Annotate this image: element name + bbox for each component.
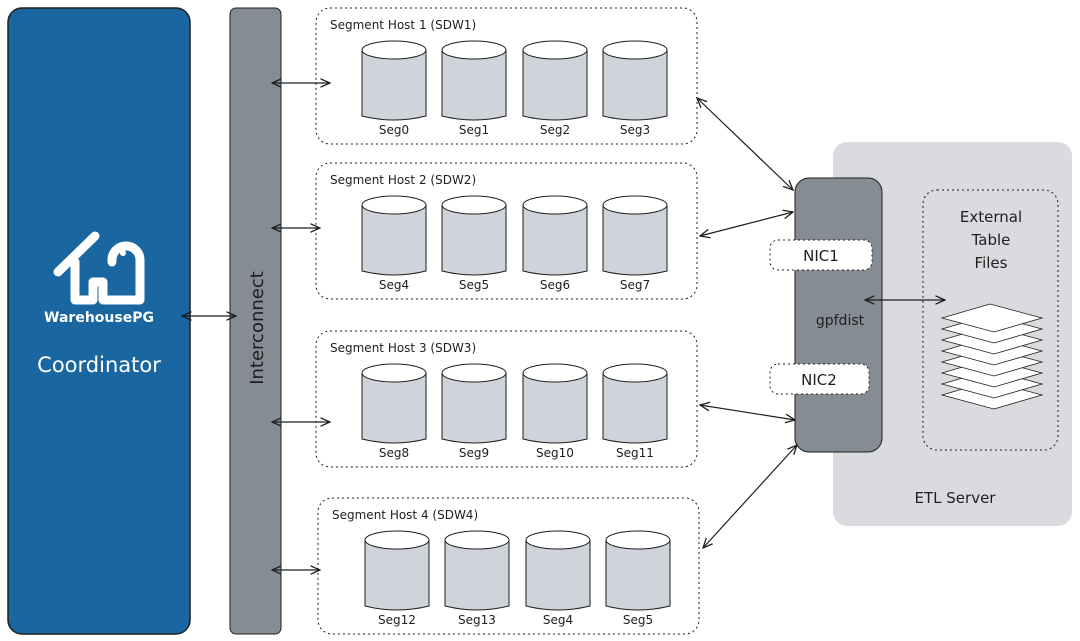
bidirectional-arrow	[700, 405, 795, 420]
segment-label: Seg8	[379, 446, 409, 460]
segment-cylinder	[361, 363, 427, 444]
segment-label: Seg5	[623, 613, 653, 627]
external-files-label-3: Files	[975, 254, 1008, 272]
segment-label: Seg4	[543, 613, 573, 627]
segment-label: Seg13	[458, 613, 496, 627]
segment-cylinder	[441, 40, 507, 121]
segment-host-3: Segment Host 3 (SDW3) Seg8 Seg9 Seg10 Seg11	[315, 330, 698, 468]
etl-server: ETL Server gpfdist NIC1 NIC2 External Ta…	[769, 142, 1072, 526]
segment-label: Seg9	[459, 446, 489, 460]
segment-host-2: Segment Host 2 (SDW2) Seg4 Seg5 Seg6 Seg7	[315, 162, 698, 300]
external-files-label-2: Table	[971, 231, 1011, 249]
segment-cylinder	[444, 530, 510, 611]
segment-cylinder	[605, 530, 671, 611]
segment-cylinder	[361, 195, 427, 276]
host-title: Segment Host 1 (SDW1)	[330, 18, 476, 32]
segment-cylinder	[525, 530, 591, 611]
warehousepg-logo-icon	[53, 231, 145, 305]
segment-label: Seg1	[459, 123, 489, 137]
segment-cylinder	[602, 40, 668, 121]
gpfdist-label: gpfdist	[816, 313, 865, 329]
nic1-label: NIC1	[803, 247, 839, 265]
segment-cylinder	[522, 195, 588, 276]
interconnect-bar: Interconnect	[229, 7, 282, 635]
nic1-box	[769, 239, 873, 271]
segment-label: Seg10	[536, 446, 574, 460]
segment-label: Seg3	[620, 123, 650, 137]
segment-cylinder	[441, 363, 507, 444]
etl-server-label: ETL Server	[915, 489, 997, 507]
bidirectional-arrow	[700, 212, 793, 236]
file-stack-icon	[940, 303, 1044, 410]
external-files-label-1: External	[960, 208, 1022, 226]
segment-label: Seg0	[379, 123, 409, 137]
segment-host-1: Segment Host 1 (SDW1) Seg0 Seg1 Seg2 Seg3	[315, 7, 698, 145]
host-title: Segment Host 4 (SDW4)	[332, 508, 478, 522]
nic2-box	[769, 363, 870, 395]
segment-cylinder	[522, 40, 588, 121]
segment-cylinder	[441, 195, 507, 276]
logo-text: WarehousePG	[44, 310, 154, 326]
external-table-files-box	[922, 189, 1059, 451]
segment-label: Seg2	[540, 123, 570, 137]
segment-cylinder	[361, 40, 427, 121]
segment-cylinder	[602, 363, 668, 444]
segment-label: Seg5	[459, 278, 489, 292]
coordinator-node: WarehousePG Coordinator	[7, 7, 191, 635]
segment-cylinder	[522, 363, 588, 444]
bidirectional-arrow	[697, 98, 793, 190]
segment-cylinder	[602, 195, 668, 276]
bidirectional-arrow	[703, 445, 797, 548]
host-title: Segment Host 3 (SDW3)	[330, 341, 476, 355]
segment-label: Seg11	[616, 446, 654, 460]
segment-label: Seg7	[620, 278, 650, 292]
file-sheet	[940, 303, 1044, 333]
segment-label: Seg12	[378, 613, 416, 627]
interconnect-label: Interconnect	[247, 271, 268, 385]
connections	[182, 83, 945, 570]
host-title: Segment Host 2 (SDW2)	[330, 173, 476, 187]
segment-cylinder	[364, 530, 430, 611]
segment-host-4: Segment Host 4 (SDW4) Seg12 Seg13 Seg4 Seg5	[317, 497, 700, 635]
segment-label: Seg4	[379, 278, 409, 292]
nic2-label: NIC2	[801, 371, 837, 389]
segment-label: Seg6	[540, 278, 570, 292]
coordinator-label: Coordinator	[37, 353, 161, 377]
